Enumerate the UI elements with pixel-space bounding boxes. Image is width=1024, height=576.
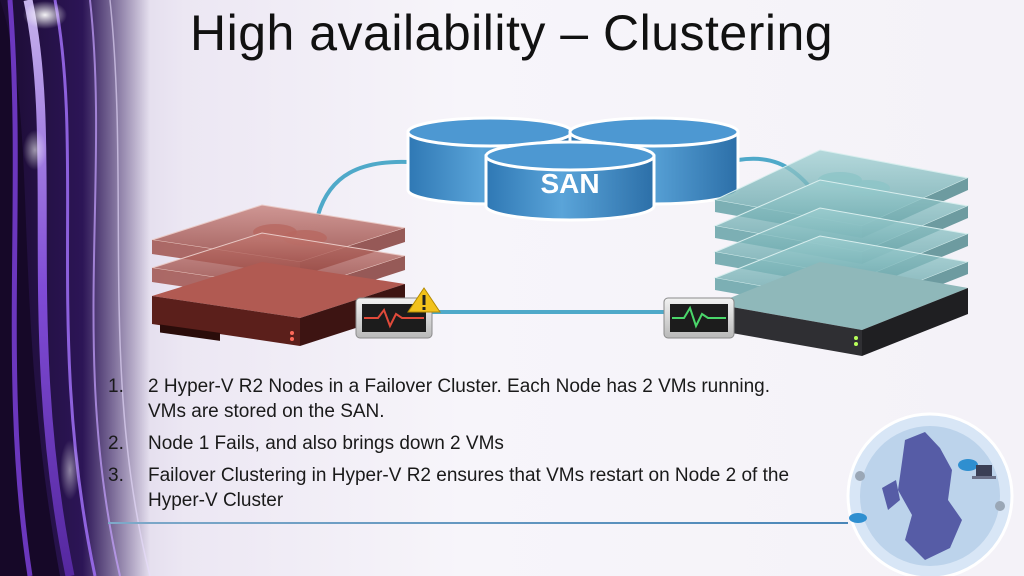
- divider: [108, 522, 848, 524]
- step-text: 2 Hyper-V R2 Nodes in a Failover Cluster…: [148, 376, 771, 422]
- step-text: Failover Clustering in Hyper-V R2 ensure…: [148, 465, 790, 511]
- san-label: SAN: [540, 168, 600, 199]
- san-storage: [406, 116, 740, 222]
- warning-icon: [407, 287, 441, 313]
- laptop-icon: [972, 465, 996, 479]
- slide-title: High availability – Clustering: [190, 5, 834, 61]
- step-number: 3.: [108, 465, 124, 486]
- cloud-icon: [849, 459, 978, 523]
- list-item: 2. Node 1 Fails, and also brings down 2 …: [108, 431, 808, 456]
- san-disk-front: [484, 140, 656, 222]
- globe-icon: [846, 412, 1014, 576]
- list-item: 3. Failover Clustering in Hyper-V R2 ens…: [108, 463, 808, 513]
- steps-list: 1. 2 Hyper-V R2 Nodes in a Failover Clus…: [108, 374, 808, 520]
- node-1-failed: [151, 204, 406, 346]
- step-text: Node 1 Fails, and also brings down 2 VMs: [148, 433, 504, 454]
- server-chassis: [715, 262, 968, 356]
- step-number: 1.: [108, 376, 124, 397]
- node-2-healthy: [713, 149, 970, 356]
- heartbeat-monitor-icon: [663, 297, 735, 339]
- step-number: 2.: [108, 433, 124, 454]
- person-icon: [855, 471, 1005, 511]
- list-item: 1. 2 Hyper-V R2 Nodes in a Failover Clus…: [108, 374, 808, 424]
- link-node1-san: [316, 159, 411, 216]
